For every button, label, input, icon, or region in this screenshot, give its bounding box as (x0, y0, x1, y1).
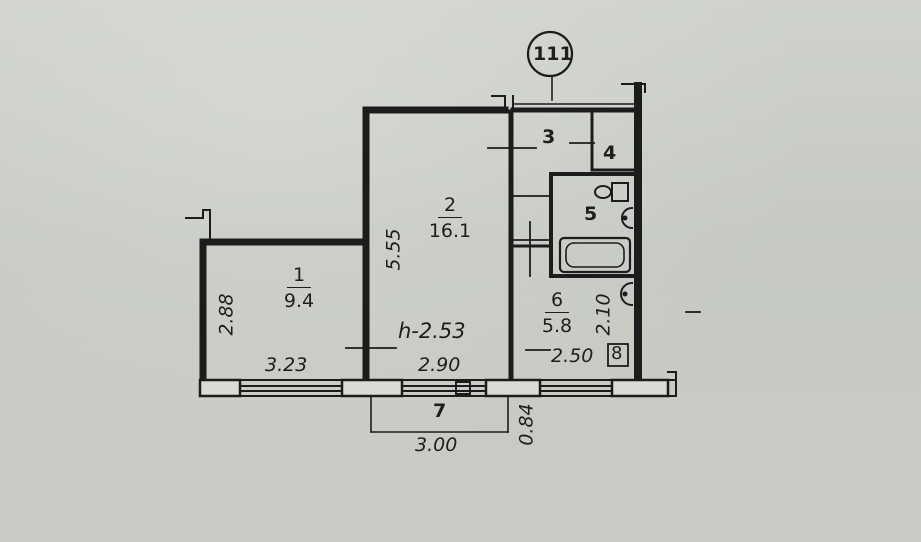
wall-stub-top-left (185, 209, 211, 241)
sink-room5 (621, 206, 634, 230)
wall-right-stub (621, 83, 646, 93)
wall-stub-bottom-right (667, 371, 677, 397)
apartment-number-circle (526, 30, 574, 78)
dim-room2-length: 5.55 (382, 228, 405, 271)
room1-label: 1 9.4 (276, 266, 322, 311)
room6-number: 6 (544, 291, 570, 313)
sink-room6-drain (622, 291, 628, 297)
room8-box (607, 343, 629, 367)
room5-number: 5 (584, 203, 598, 225)
room2-number: 2 (437, 196, 463, 218)
toilet (594, 182, 629, 202)
wall-piers (198, 378, 670, 398)
room6-label: 6 5.8 (536, 291, 578, 336)
dim-room2-width: 2.90 (418, 354, 461, 376)
bottom-wall (199, 379, 677, 397)
wall-room1 (199, 238, 370, 394)
room1-number: 1 (286, 266, 312, 288)
room6-area: 5.8 (541, 315, 573, 337)
apartment-number: 111 (533, 43, 573, 65)
room4-number: 4 (603, 142, 617, 164)
sink-room5-drain (622, 215, 628, 221)
dim-room1-height: 2.88 (215, 293, 238, 336)
bathtub (558, 236, 632, 274)
room7-number: 7 (433, 400, 447, 422)
bathtub-inner (565, 242, 625, 268)
room2-label: 2 16.1 (424, 196, 476, 241)
room8-number: 8 (611, 343, 623, 364)
sink-room6 (620, 281, 634, 307)
balcony (370, 396, 509, 433)
dim-room6-height: 2.10 (592, 293, 615, 336)
wall-room5 (549, 172, 636, 278)
balcony-door-mark (455, 381, 471, 395)
room3-number: 3 (542, 126, 556, 148)
wall-room4 (590, 110, 636, 172)
dim-room1-width: 3.23 (265, 354, 308, 376)
dim-balcony-depth: 0.84 (515, 403, 538, 446)
dim-balcony-width: 3.00 (415, 434, 458, 456)
opening-ticks (345, 142, 701, 351)
ceiling-height: h-2.53 (398, 319, 466, 343)
dim-room6-width: 2.50 (551, 345, 594, 367)
wall-room2 (362, 106, 509, 384)
room1-area: 9.4 (283, 290, 315, 312)
room2-area: 16.1 (428, 220, 472, 242)
